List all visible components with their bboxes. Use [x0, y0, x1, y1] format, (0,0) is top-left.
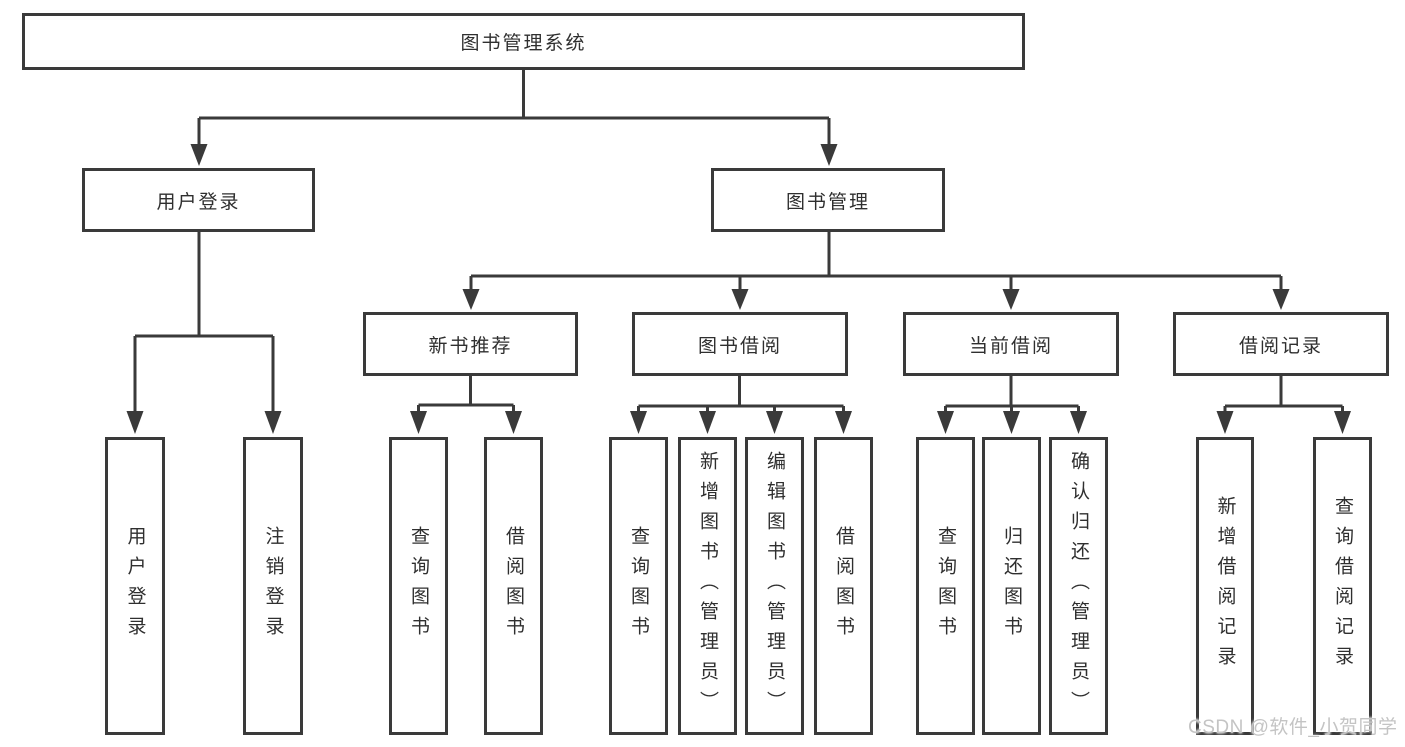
leaf-record-1: 新增借阅记录 — [1196, 437, 1254, 735]
node-book-mgmt: 图书管理 — [711, 168, 945, 232]
leaf-current-1-label: 查询图书 — [935, 526, 956, 646]
connector-new-book-children — [410, 376, 522, 434]
leaf-record-1-label: 新增借阅记录 — [1214, 496, 1236, 676]
leaf-borrow-4-label: 借阅图书 — [833, 526, 854, 646]
node-book-mgmt-label: 图书管理 — [785, 191, 870, 213]
connector-root-to-level2 — [190, 70, 838, 166]
leaf-current-3: 确认归还（管理员） — [1049, 437, 1108, 735]
leaf-new-book-2: 借阅图书 — [484, 437, 543, 735]
connector-current-children — [937, 376, 1087, 434]
node-current-label: 当前借阅 — [968, 335, 1053, 357]
node-root: 图书管理系统 — [22, 13, 1025, 70]
leaf-user-login-2: 注销登录 — [243, 437, 303, 735]
leaf-record-2-label: 查询借阅记录 — [1332, 496, 1353, 676]
leaf-new-book-2-label: 借阅图书 — [503, 526, 524, 646]
leaf-new-book-1-label: 查询图书 — [408, 526, 429, 646]
node-root-label: 图书管理系统 — [460, 33, 587, 54]
node-current: 当前借阅 — [903, 312, 1119, 376]
connector-user-login-children — [126, 232, 282, 434]
leaf-current-3-label: 确认归还（管理员） — [1068, 451, 1089, 721]
node-user-login-label: 用户登录 — [156, 191, 241, 213]
leaf-current-2: 归还图书 — [982, 437, 1041, 735]
node-borrow: 图书借阅 — [632, 312, 848, 376]
node-new-book-label: 新书推荐 — [428, 335, 513, 357]
leaf-borrow-1: 查询图书 — [609, 437, 668, 735]
leaf-user-login-2-label: 注销登录 — [262, 526, 284, 646]
leaf-current-2-label: 归还图书 — [1001, 526, 1022, 646]
connector-borrow-children — [630, 376, 852, 434]
leaf-record-2: 查询借阅记录 — [1313, 437, 1372, 735]
leaf-borrow-4: 借阅图书 — [814, 437, 873, 735]
csdn-watermark: CSDN @软件_小贺同学 — [1188, 717, 1398, 738]
leaf-current-1: 查询图书 — [916, 437, 975, 735]
node-new-book: 新书推荐 — [363, 312, 578, 376]
node-user-login: 用户登录 — [82, 168, 315, 232]
connector-book-mgmt-children — [462, 232, 1290, 310]
leaf-borrow-3: 编辑图书（管理员） — [745, 437, 804, 735]
node-record: 借阅记录 — [1173, 312, 1389, 376]
connector-record-children — [1216, 376, 1351, 434]
leaf-borrow-2-label: 新增图书（管理员） — [697, 451, 718, 721]
leaf-new-book-1: 查询图书 — [389, 437, 448, 735]
leaf-borrow-2: 新增图书（管理员） — [678, 437, 737, 735]
leaf-user-login-1-label: 用户登录 — [124, 526, 146, 646]
node-record-label: 借阅记录 — [1238, 335, 1323, 357]
leaf-borrow-1-label: 查询图书 — [628, 526, 649, 646]
leaf-user-login-1: 用户登录 — [105, 437, 165, 735]
leaf-borrow-3-label: 编辑图书（管理员） — [764, 451, 785, 721]
node-borrow-label: 图书借阅 — [697, 335, 782, 357]
